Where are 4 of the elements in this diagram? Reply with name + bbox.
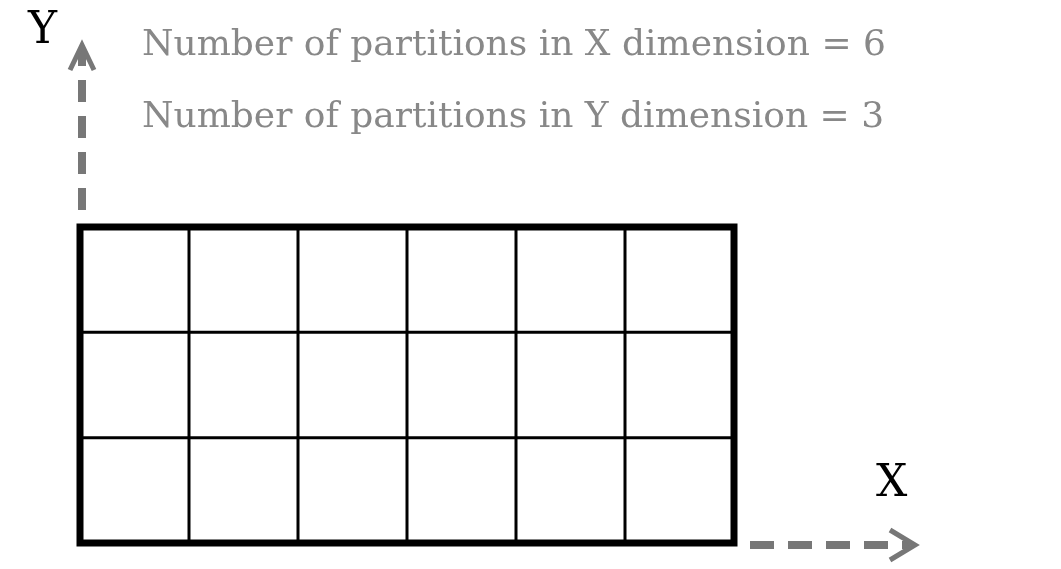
axis-label: Y xyxy=(28,2,58,53)
axis-label: X xyxy=(876,455,908,506)
note-text: Number of partitions in X dimension = 6 xyxy=(142,22,886,63)
note-text: Number of partitions in Y dimension = 3 xyxy=(142,94,885,135)
